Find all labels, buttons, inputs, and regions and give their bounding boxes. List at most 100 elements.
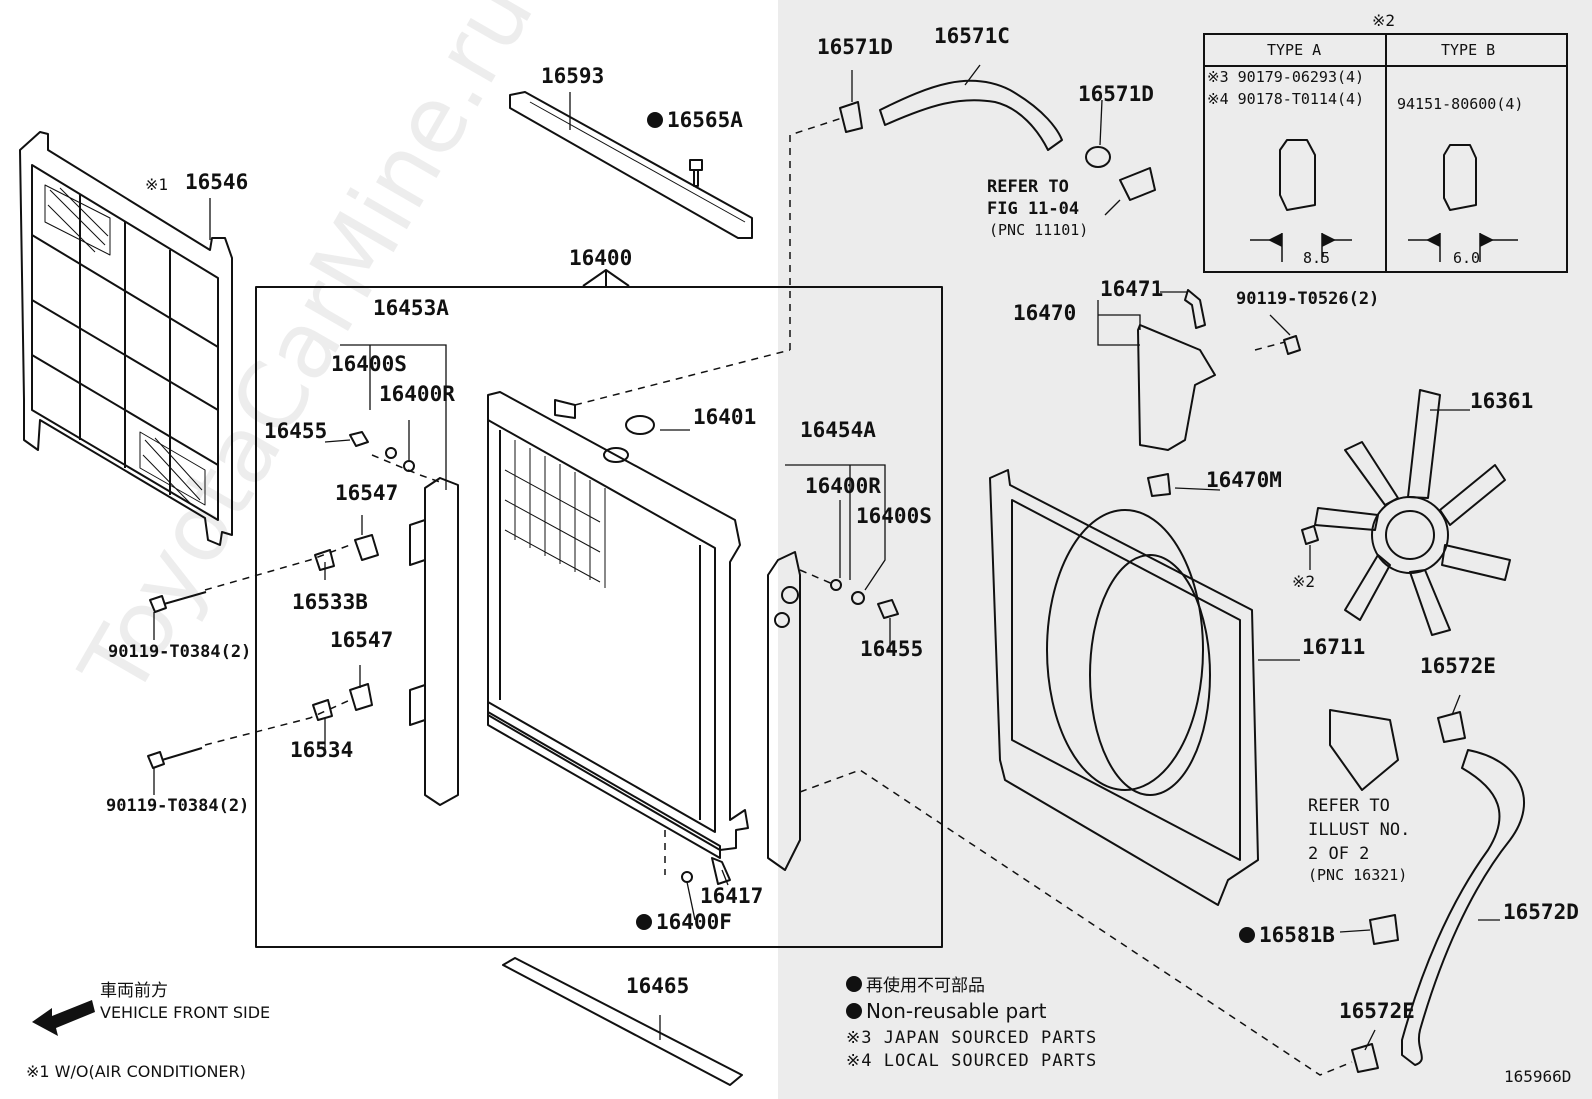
type-a-dimension: 8.5	[1303, 249, 1331, 267]
label-16400R-left: 16400R	[379, 382, 455, 406]
non-reusable-dot-icon	[846, 976, 862, 992]
label-16581B: 16581B	[1239, 925, 1335, 946]
nut-type-table: TYPE A TYPE B ※3 90179-06293(4) ※4 90178…	[1203, 33, 1568, 273]
hose-16571C	[879, 79, 1063, 151]
bolt-90119-T0384-a	[149, 591, 207, 613]
radiator-assembly-frame	[255, 286, 943, 948]
figure-code: 165966D	[1504, 1067, 1572, 1086]
type-a-part-1: ※3 90179-06293(4)	[1207, 68, 1365, 86]
label-16711: 16711	[1302, 635, 1366, 659]
non-reusable-dot-icon	[647, 112, 663, 128]
label-16400F: 16400F	[636, 912, 732, 933]
type-table-note: ※2	[1372, 11, 1396, 30]
label-16546: 16546	[185, 170, 249, 194]
label-16571C: 16571C	[934, 24, 1010, 48]
footnote-1: ※1 W/O(AIR CONDITIONER)	[26, 1062, 246, 1081]
o-ring-16400F	[681, 871, 693, 883]
label-16455-left: 16455	[264, 419, 328, 443]
ref-fig-line-3: (PNC 11101)	[989, 221, 1089, 239]
ref-fig-line-2: FIG 11-04	[987, 199, 1080, 219]
label-16571D-b: 16571D	[1078, 82, 1154, 106]
label-16572D: 16572D	[1503, 900, 1579, 924]
label-16400S-right: 16400S	[856, 504, 932, 528]
ref-illust-line-1: REFER TO	[1308, 796, 1390, 816]
ref-illust-line-3: 2 OF 2	[1308, 844, 1370, 864]
label-16572E-a: 16572E	[1420, 654, 1496, 678]
bolt-16565A	[689, 159, 703, 187]
label-16417: 16417	[700, 884, 764, 908]
shaded-background-panel	[778, 0, 1592, 1099]
type-a-part-2: ※4 90178-T0114(4)	[1207, 90, 1365, 108]
label-16471: 16471	[1100, 277, 1164, 301]
cap-16470M	[1147, 473, 1171, 497]
label-16571D-a: 16571D	[817, 35, 893, 59]
non-reusable-dot-icon	[846, 1003, 862, 1019]
type-b-dimension: 6.0	[1453, 249, 1481, 267]
bolt-16455-right	[877, 599, 899, 619]
washer-16400S-left	[385, 447, 397, 459]
clamp-16571D-b	[1085, 146, 1111, 168]
legend-star4: ※4 LOCAL SOURCED PARTS	[846, 1051, 1098, 1071]
label-16400S-left: 16400S	[331, 352, 407, 376]
legend-en: Non-reusable part	[846, 1001, 1046, 1021]
nut-star2	[1301, 525, 1319, 545]
clamp-16571D-a	[839, 101, 863, 133]
washer-16400S-right	[851, 591, 865, 605]
bolt-16455-left	[349, 431, 369, 447]
nut-type-a-icon	[1279, 139, 1316, 211]
front-direction-arrow-icon	[32, 1000, 95, 1036]
label-16470: 16470	[1013, 301, 1077, 325]
bolt-90119-T0384-b	[147, 747, 203, 769]
water-outlet	[1329, 709, 1399, 791]
type-b-part-1: 94151-80600(4)	[1397, 95, 1524, 113]
label-16534: 16534	[290, 738, 354, 762]
note-mark-1: ※1	[145, 175, 169, 194]
ref-illust-line-2: ILLUST NO.	[1308, 820, 1411, 840]
legend-star3: ※3 JAPAN SOURCED PARTS	[846, 1028, 1098, 1048]
label-16455-right: 16455	[860, 637, 924, 661]
label-16533B: 16533B	[292, 590, 368, 614]
label-16453A: 16453A	[373, 296, 449, 320]
label-16547-a: 16547	[335, 481, 399, 505]
drain-cock-16417	[711, 857, 731, 885]
label-star2-nut: ※2	[1292, 572, 1316, 591]
grommet-16547-a	[354, 534, 379, 561]
fan-shroud-16711	[989, 469, 1259, 906]
cushion-16533B	[314, 549, 335, 571]
radiator-core-16400	[487, 391, 749, 859]
side-panel-16453A	[409, 477, 459, 806]
ref-fig-line-1: REFER TO	[987, 177, 1069, 197]
label-16400: 16400	[569, 246, 633, 270]
radiator-cap-16401	[625, 415, 655, 435]
label-16401: 16401	[693, 405, 757, 429]
clip-16581B	[1369, 914, 1399, 945]
washer-16400R-left	[403, 460, 415, 472]
table-divider	[1385, 35, 1387, 271]
washer-16400R-right	[830, 579, 842, 591]
label-16593: 16593	[541, 64, 605, 88]
label-90119-T0384-b: 90119-T0384(2)	[106, 796, 250, 816]
grille-screen-16546	[19, 131, 233, 546]
table-header-rule	[1205, 65, 1566, 67]
hose-16471	[1184, 289, 1206, 329]
nut-type-b-icon	[1443, 144, 1477, 211]
direction-text-jp: 車両前方	[100, 981, 168, 1001]
support-bracket-16593	[509, 91, 753, 239]
non-reusable-dot-icon	[636, 914, 652, 930]
type-a-header: TYPE A	[1267, 41, 1322, 59]
label-16454A: 16454A	[800, 418, 876, 442]
bolt-90119-T0526	[1283, 335, 1301, 355]
label-16565A: 16565A	[647, 110, 743, 131]
label-16400R-right: 16400R	[805, 474, 881, 498]
label-16470M: 16470M	[1206, 468, 1282, 492]
label-16465: 16465	[626, 974, 690, 998]
label-16361: 16361	[1470, 389, 1534, 413]
type-b-header: TYPE B	[1441, 41, 1496, 59]
label-16547-b: 16547	[330, 628, 394, 652]
non-reusable-dot-icon	[1239, 927, 1255, 943]
label-90119-T0526: 90119-T0526(2)	[1236, 289, 1380, 309]
hose-16572D	[1401, 749, 1526, 1066]
cushion-16534	[312, 699, 333, 721]
